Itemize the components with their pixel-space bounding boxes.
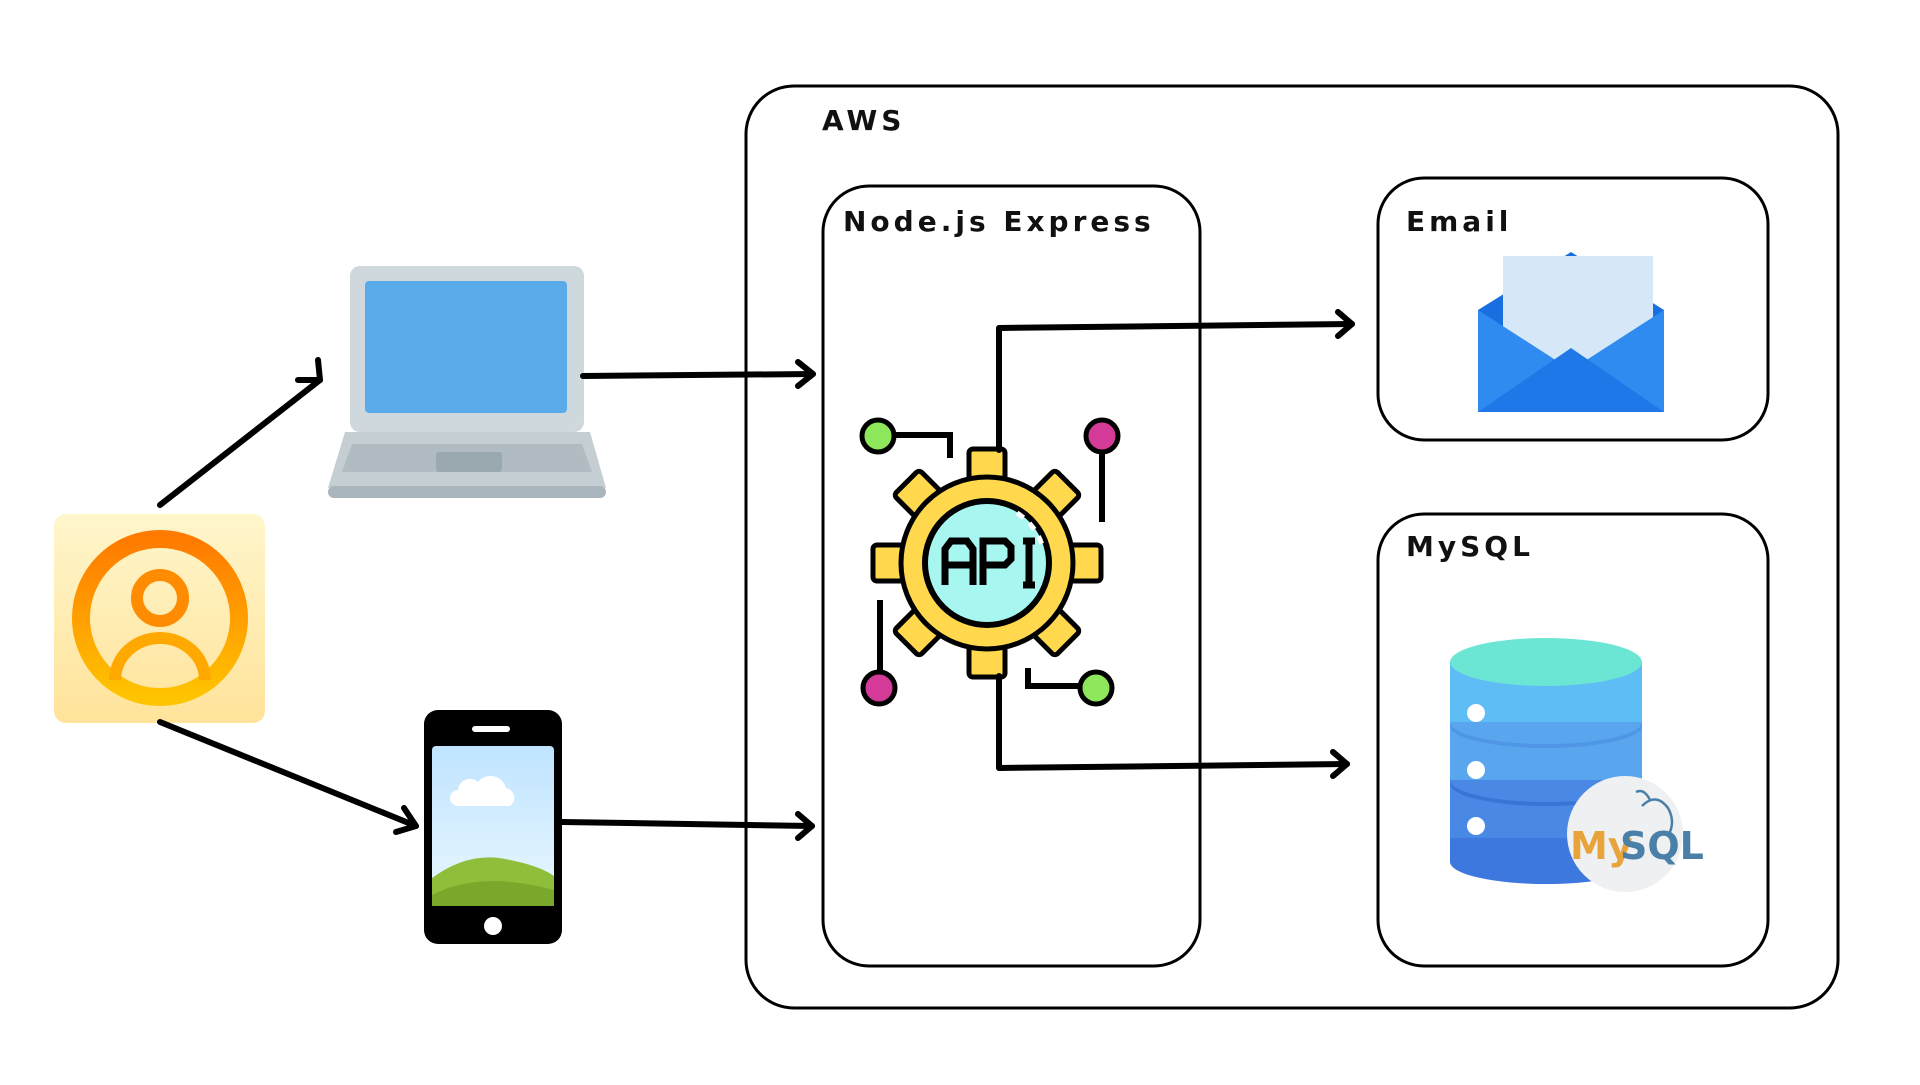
email-box bbox=[1376, 176, 1770, 442]
user-avatar-icon bbox=[54, 514, 265, 723]
mysql-box bbox=[1376, 512, 1770, 968]
aws-container bbox=[744, 84, 1840, 1010]
arrow-user-to-laptop bbox=[157, 377, 323, 508]
mysql-label: MySQL bbox=[1406, 530, 1534, 563]
node-express-box bbox=[821, 184, 1202, 968]
aws-label: AWS bbox=[822, 104, 906, 137]
arrow-api-to-mysql bbox=[996, 673, 1350, 771]
api-gear-icon bbox=[859, 417, 1121, 707]
arrow-laptop-to-node bbox=[580, 371, 816, 379]
node-express-label: Node.js Express bbox=[843, 205, 1155, 238]
laptop-icon bbox=[328, 266, 606, 498]
arrow-phone-to-node bbox=[559, 819, 815, 829]
email-label: Email bbox=[1406, 205, 1513, 238]
smartphone-icon bbox=[424, 710, 562, 944]
envelope-icon bbox=[1478, 252, 1664, 412]
arrow-api-to-email bbox=[996, 321, 1355, 453]
arrow-user-to-phone bbox=[157, 719, 419, 829]
mysql-logo-sql: SQL bbox=[1620, 824, 1704, 868]
mysql-logo: My SQL bbox=[1567, 776, 1704, 892]
mysql-logo-my: My bbox=[1570, 824, 1633, 868]
